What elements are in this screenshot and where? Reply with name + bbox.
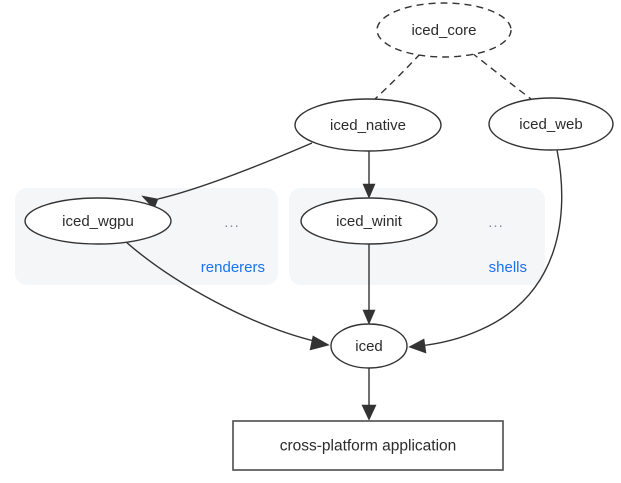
node-shape-iced_web[interactable]	[488, 97, 614, 151]
node-iced_winit[interactable]: iced_winit	[300, 197, 438, 245]
ellipsis-icon-renderers-more: ...	[224, 214, 240, 231]
node-shape-iced_wgpu[interactable]	[24, 197, 172, 245]
edge-wgpu-to-iced	[124, 240, 330, 351]
placeholder-layer: ......	[224, 214, 504, 231]
node-iced_native[interactable]: iced_native	[294, 98, 442, 152]
node-app[interactable]: cross-platform application	[232, 420, 504, 471]
edge-line-native-to-wgpu	[157, 142, 313, 200]
cluster-label-shells: shells	[489, 259, 527, 276]
node-iced_core[interactable]: iced_core	[376, 2, 512, 58]
node-label-iced_web: iced_web	[519, 116, 582, 133]
edge-line-web-to-iced	[418, 149, 563, 347]
arrow-head-icon-web-to-iced	[408, 338, 427, 354]
arrow-head-icon-iced-to-app	[361, 404, 377, 421]
node-iced_wgpu[interactable]: iced_wgpu	[24, 197, 172, 245]
node-label-iced_wgpu: iced_wgpu	[62, 213, 134, 230]
edge-line-core-to-native	[374, 53, 421, 100]
edge-winit-to-iced	[362, 244, 376, 325]
arrow-head-icon-winit-to-iced	[362, 309, 376, 325]
edge-web-to-iced	[408, 149, 563, 354]
edge-iced-to-app	[361, 368, 377, 421]
node-label-iced_native: iced_native	[330, 117, 406, 134]
node-iced[interactable]: iced	[330, 323, 408, 369]
edge-native-to-winit	[362, 151, 376, 199]
edge-line-core-to-web	[471, 52, 532, 100]
node-iced_web[interactable]: iced_web	[488, 97, 614, 151]
node-label-app: cross-platform application	[280, 438, 457, 455]
arrow-head-icon-native-to-winit	[362, 183, 376, 199]
node-shape-iced_native[interactable]	[294, 98, 442, 152]
edge-line-wgpu-to-iced	[124, 240, 319, 343]
node-label-iced_winit: iced_winit	[336, 213, 403, 230]
node-shape-iced_core[interactable]	[376, 2, 512, 58]
node-label-iced_core: iced_core	[411, 22, 476, 39]
ellipsis-icon-shells-more: ...	[488, 214, 504, 231]
node-label-iced: iced	[355, 338, 383, 355]
arrow-head-icon-wgpu-to-iced	[309, 335, 330, 351]
node-shape-iced_winit[interactable]	[300, 197, 438, 245]
node-shape-iced[interactable]	[330, 323, 408, 369]
cluster-label-renderers: renderers	[201, 259, 265, 276]
node-shape-app[interactable]	[232, 420, 504, 471]
